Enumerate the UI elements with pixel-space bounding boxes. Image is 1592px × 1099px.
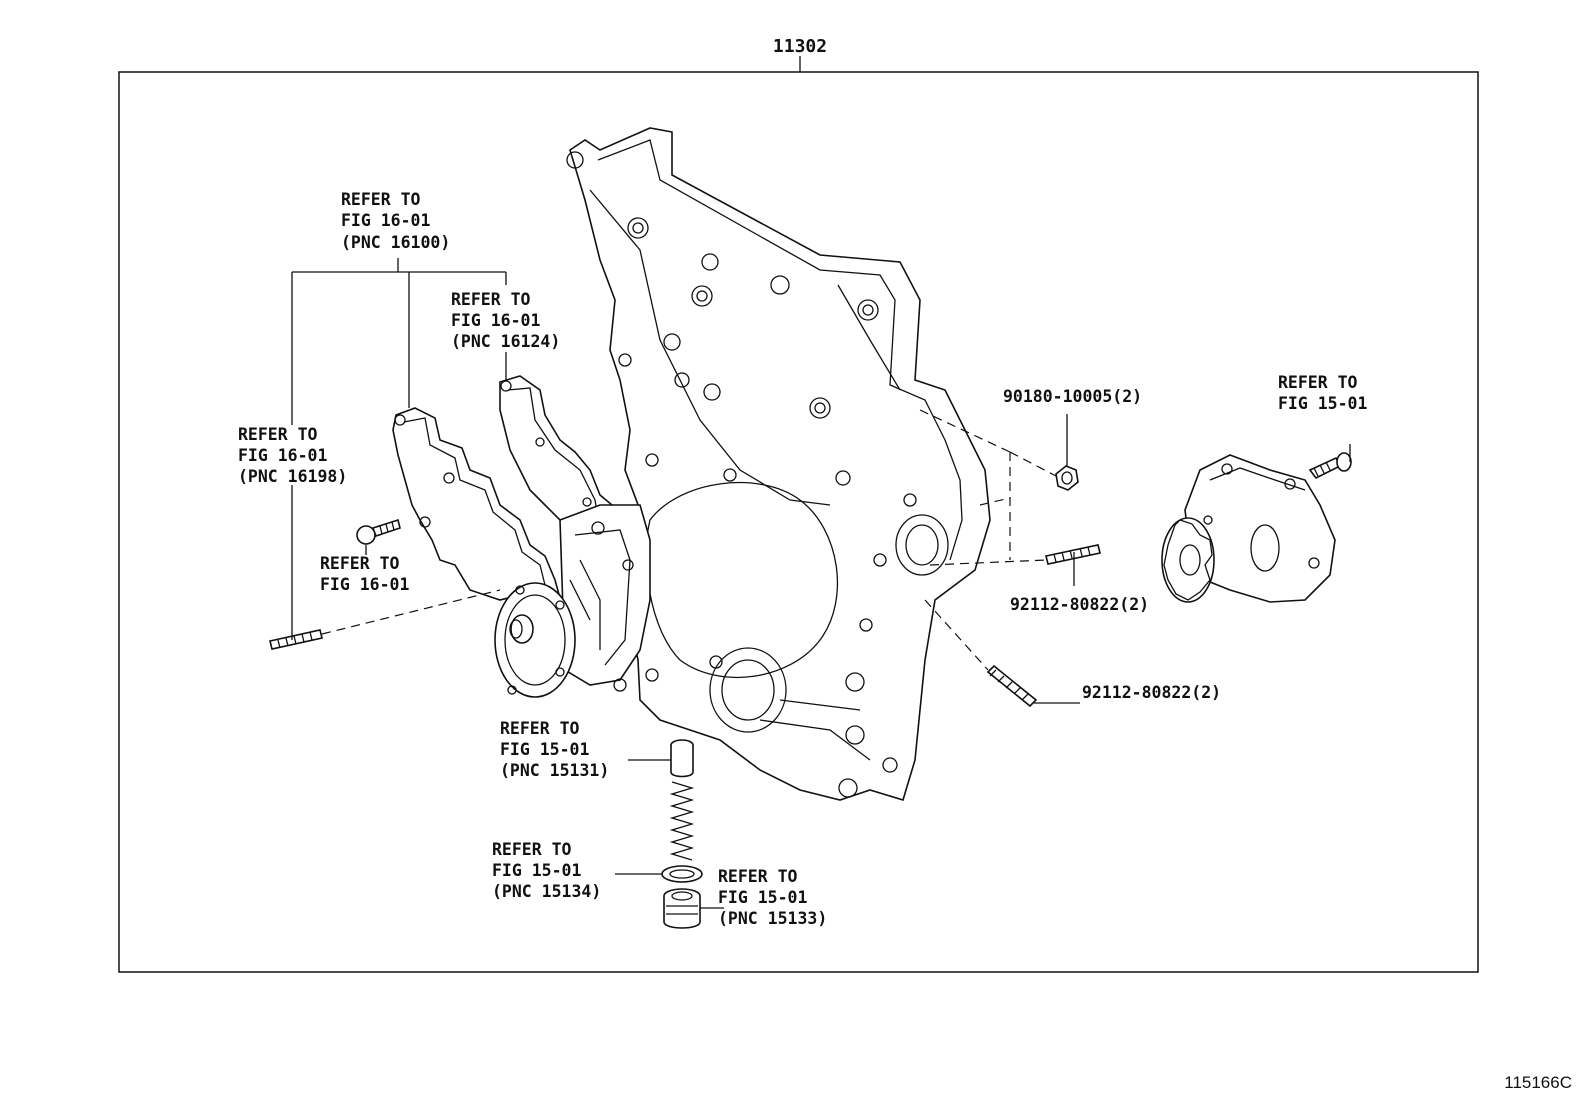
stud-upper[interactable] bbox=[1045, 544, 1101, 565]
alignment-lines bbox=[321, 409, 1057, 671]
relief-valve[interactable] bbox=[670, 739, 694, 778]
label-refer-stud-left: REFER TO FIG 16-01 (PNC 16198) bbox=[238, 425, 347, 486]
label-line: REFER TO bbox=[718, 867, 798, 886]
label-line: FIG 15-01 bbox=[492, 861, 581, 880]
nut[interactable] bbox=[1055, 465, 1079, 491]
label-line: REFER TO bbox=[320, 554, 400, 573]
water-pump-bolt[interactable] bbox=[356, 518, 401, 555]
label-line: FIG 16-01 bbox=[320, 575, 409, 594]
label-refer-plug: REFER TO FIG 15-01 (PNC 15133) bbox=[718, 867, 827, 928]
figure-code: 115166C bbox=[1504, 1073, 1572, 1092]
label-line: REFER TO bbox=[1278, 373, 1358, 392]
stud-lower[interactable] bbox=[986, 664, 1038, 708]
label-line: REFER TO bbox=[341, 190, 421, 209]
oil-pump[interactable] bbox=[1161, 454, 1336, 603]
relief-spring[interactable] bbox=[669, 781, 695, 861]
relief-plug[interactable] bbox=[663, 888, 701, 929]
label-line: FIG 15-01 bbox=[500, 740, 589, 759]
label-line: (PNC 16198) bbox=[238, 467, 347, 486]
leader-lines bbox=[291, 258, 1080, 909]
left-stud[interactable] bbox=[269, 629, 323, 650]
part-number-nut: 90180-10005(2) bbox=[1003, 387, 1142, 406]
label-line: FIG 15-01 bbox=[718, 888, 807, 907]
label-line: REFER TO bbox=[492, 840, 572, 859]
label-refer-gasket-inner: REFER TO FIG 16-01 (PNC 16124) bbox=[451, 290, 560, 351]
timing-chain-cover[interactable] bbox=[566, 127, 991, 801]
part-number-stud-upper: 92112-80822(2) bbox=[1010, 595, 1149, 614]
label-refer-relief-valve: REFER TO FIG 15-01 (PNC 15131) bbox=[500, 719, 609, 780]
top-part-number: 11302 bbox=[773, 36, 827, 57]
label-line: (PNC 16124) bbox=[451, 332, 560, 351]
label-refer-oil-pump-bolt: REFER TO FIG 15-01 bbox=[1278, 373, 1367, 413]
label-line: REFER TO bbox=[238, 425, 318, 444]
label-line: (PNC 15133) bbox=[718, 909, 827, 928]
label-line: REFER TO bbox=[451, 290, 531, 309]
label-line: (PNC 16100) bbox=[341, 233, 450, 252]
label-line: (PNC 15134) bbox=[492, 882, 601, 901]
label-line: FIG 16-01 bbox=[451, 311, 540, 330]
label-line: REFER TO bbox=[500, 719, 580, 738]
label-line: FIG 16-01 bbox=[341, 211, 430, 230]
label-line: (PNC 15131) bbox=[500, 761, 609, 780]
label-line: FIG 15-01 bbox=[1278, 394, 1367, 413]
diagram-frame bbox=[118, 71, 1479, 973]
label-refer-gasket-washer: REFER TO FIG 15-01 (PNC 15134) bbox=[492, 840, 601, 901]
part-number-stud-lower: 92112-80822(2) bbox=[1082, 683, 1221, 702]
water-pump[interactable] bbox=[494, 504, 651, 698]
label-line: FIG 16-01 bbox=[238, 446, 327, 465]
gasket-washer[interactable] bbox=[661, 865, 703, 883]
oil-pump-bolt[interactable] bbox=[1308, 444, 1352, 480]
label-refer-bolt-left: REFER TO FIG 16-01 bbox=[320, 554, 409, 594]
label-refer-gasket-outer: REFER TO FIG 16-01 (PNC 16100) bbox=[341, 190, 450, 252]
